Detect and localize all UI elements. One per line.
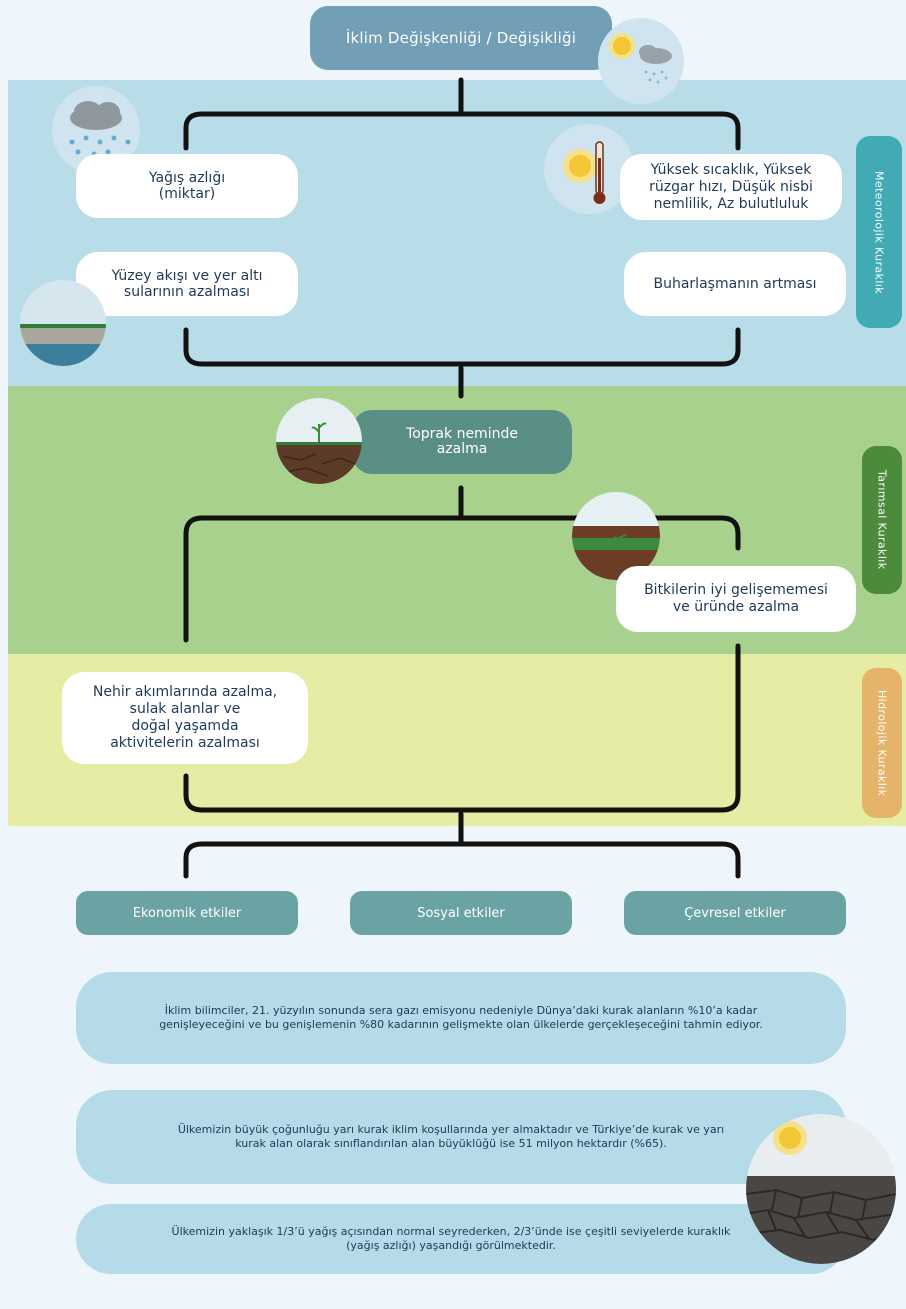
soil-moisture-box: Toprak neminde azalma: [352, 410, 572, 474]
info-box-1: İklim bilimciler, 21. yüzyılın sonunda s…: [76, 972, 846, 1064]
river-flow-label: Nehir akımlarında azalma, sulak alanlar …: [92, 684, 278, 751]
crop-loss-card: Bitkilerin iyi gelişememesi ve üründe az…: [616, 566, 856, 632]
hydrological-tab-label: Hidrolojik Kuraklık: [875, 689, 889, 797]
meteorological-band: [8, 80, 906, 386]
info-box-2: Ülkemizin büyük çoğunluğu yarı kurak ikl…: [76, 1090, 846, 1184]
precipitation-deficit-label: Yağış azlığı (miktar): [148, 170, 226, 202]
sun-cloud-rain-icon: [598, 18, 684, 104]
environmental-impacts-box: Çevresel etkiler: [624, 891, 846, 935]
info-text-2: Ülkemizin büyük çoğunluğu yarı kurak ikl…: [177, 1123, 725, 1150]
soil-sprout-icon: [276, 398, 362, 484]
info-text-1: İklim bilimciler, 21. yüzyılın sonunda s…: [159, 1004, 763, 1031]
meteorological-tab-label: Meteorolojik Kuraklık: [872, 170, 886, 294]
agricultural-tab: Tarımsal Kuraklık: [862, 446, 902, 594]
economic-impacts-box: Ekonomik etkiler: [76, 891, 298, 935]
evaporation-card: Buharlaşmanın artması: [624, 252, 846, 316]
title-box: İklim Değişkenliği / Değişikliği: [310, 6, 612, 70]
agricultural-tab-label: Tarımsal Kuraklık: [875, 470, 889, 570]
info-text-3: Ülkemizin yaklaşık 1/3’ü yağış açısından…: [171, 1225, 731, 1252]
groundwater-icon: [20, 280, 106, 366]
info-box-3: Ülkemizin yaklaşık 1/3’ü yağış açısından…: [76, 1204, 846, 1274]
social-impacts-box: Sosyal etkiler: [350, 891, 572, 935]
crop-loss-label: Bitkilerin iyi gelişememesi ve üründe az…: [644, 582, 828, 615]
river-flow-card: Nehir akımlarında azalma, sulak alanlar …: [62, 672, 308, 764]
environmental-impacts-label: Çevresel etkiler: [684, 905, 786, 921]
surface-flow-label: Yüzey akışı ve yer altı sularının azalma…: [111, 268, 263, 300]
social-impacts-label: Sosyal etkiler: [417, 905, 505, 921]
hydrological-tab: Hidrolojik Kuraklık: [862, 668, 902, 818]
page-title: İklim Değişkenliği / Değişikliği: [345, 29, 577, 47]
high-temperature-label: Yüksek sıcaklık, Yüksek rüzgar hızı, Düş…: [649, 161, 813, 212]
precipitation-deficit-card: Yağış azlığı (miktar): [76, 154, 298, 218]
meteorological-tab: Meteorolojik Kuraklık: [856, 136, 902, 328]
high-temperature-card: Yüksek sıcaklık, Yüksek rüzgar hızı, Düş…: [620, 154, 842, 220]
soil-moisture-label: Toprak neminde azalma: [406, 426, 518, 457]
economic-impacts-label: Ekonomik etkiler: [132, 905, 242, 921]
sun-thermometer-icon: [544, 124, 634, 214]
cracked-earth-sun-icon: [746, 1114, 896, 1264]
evaporation-label: Buharlaşmanın artması: [653, 276, 817, 292]
surface-flow-card: Yüzey akışı ve yer altı sularının azalma…: [76, 252, 298, 316]
